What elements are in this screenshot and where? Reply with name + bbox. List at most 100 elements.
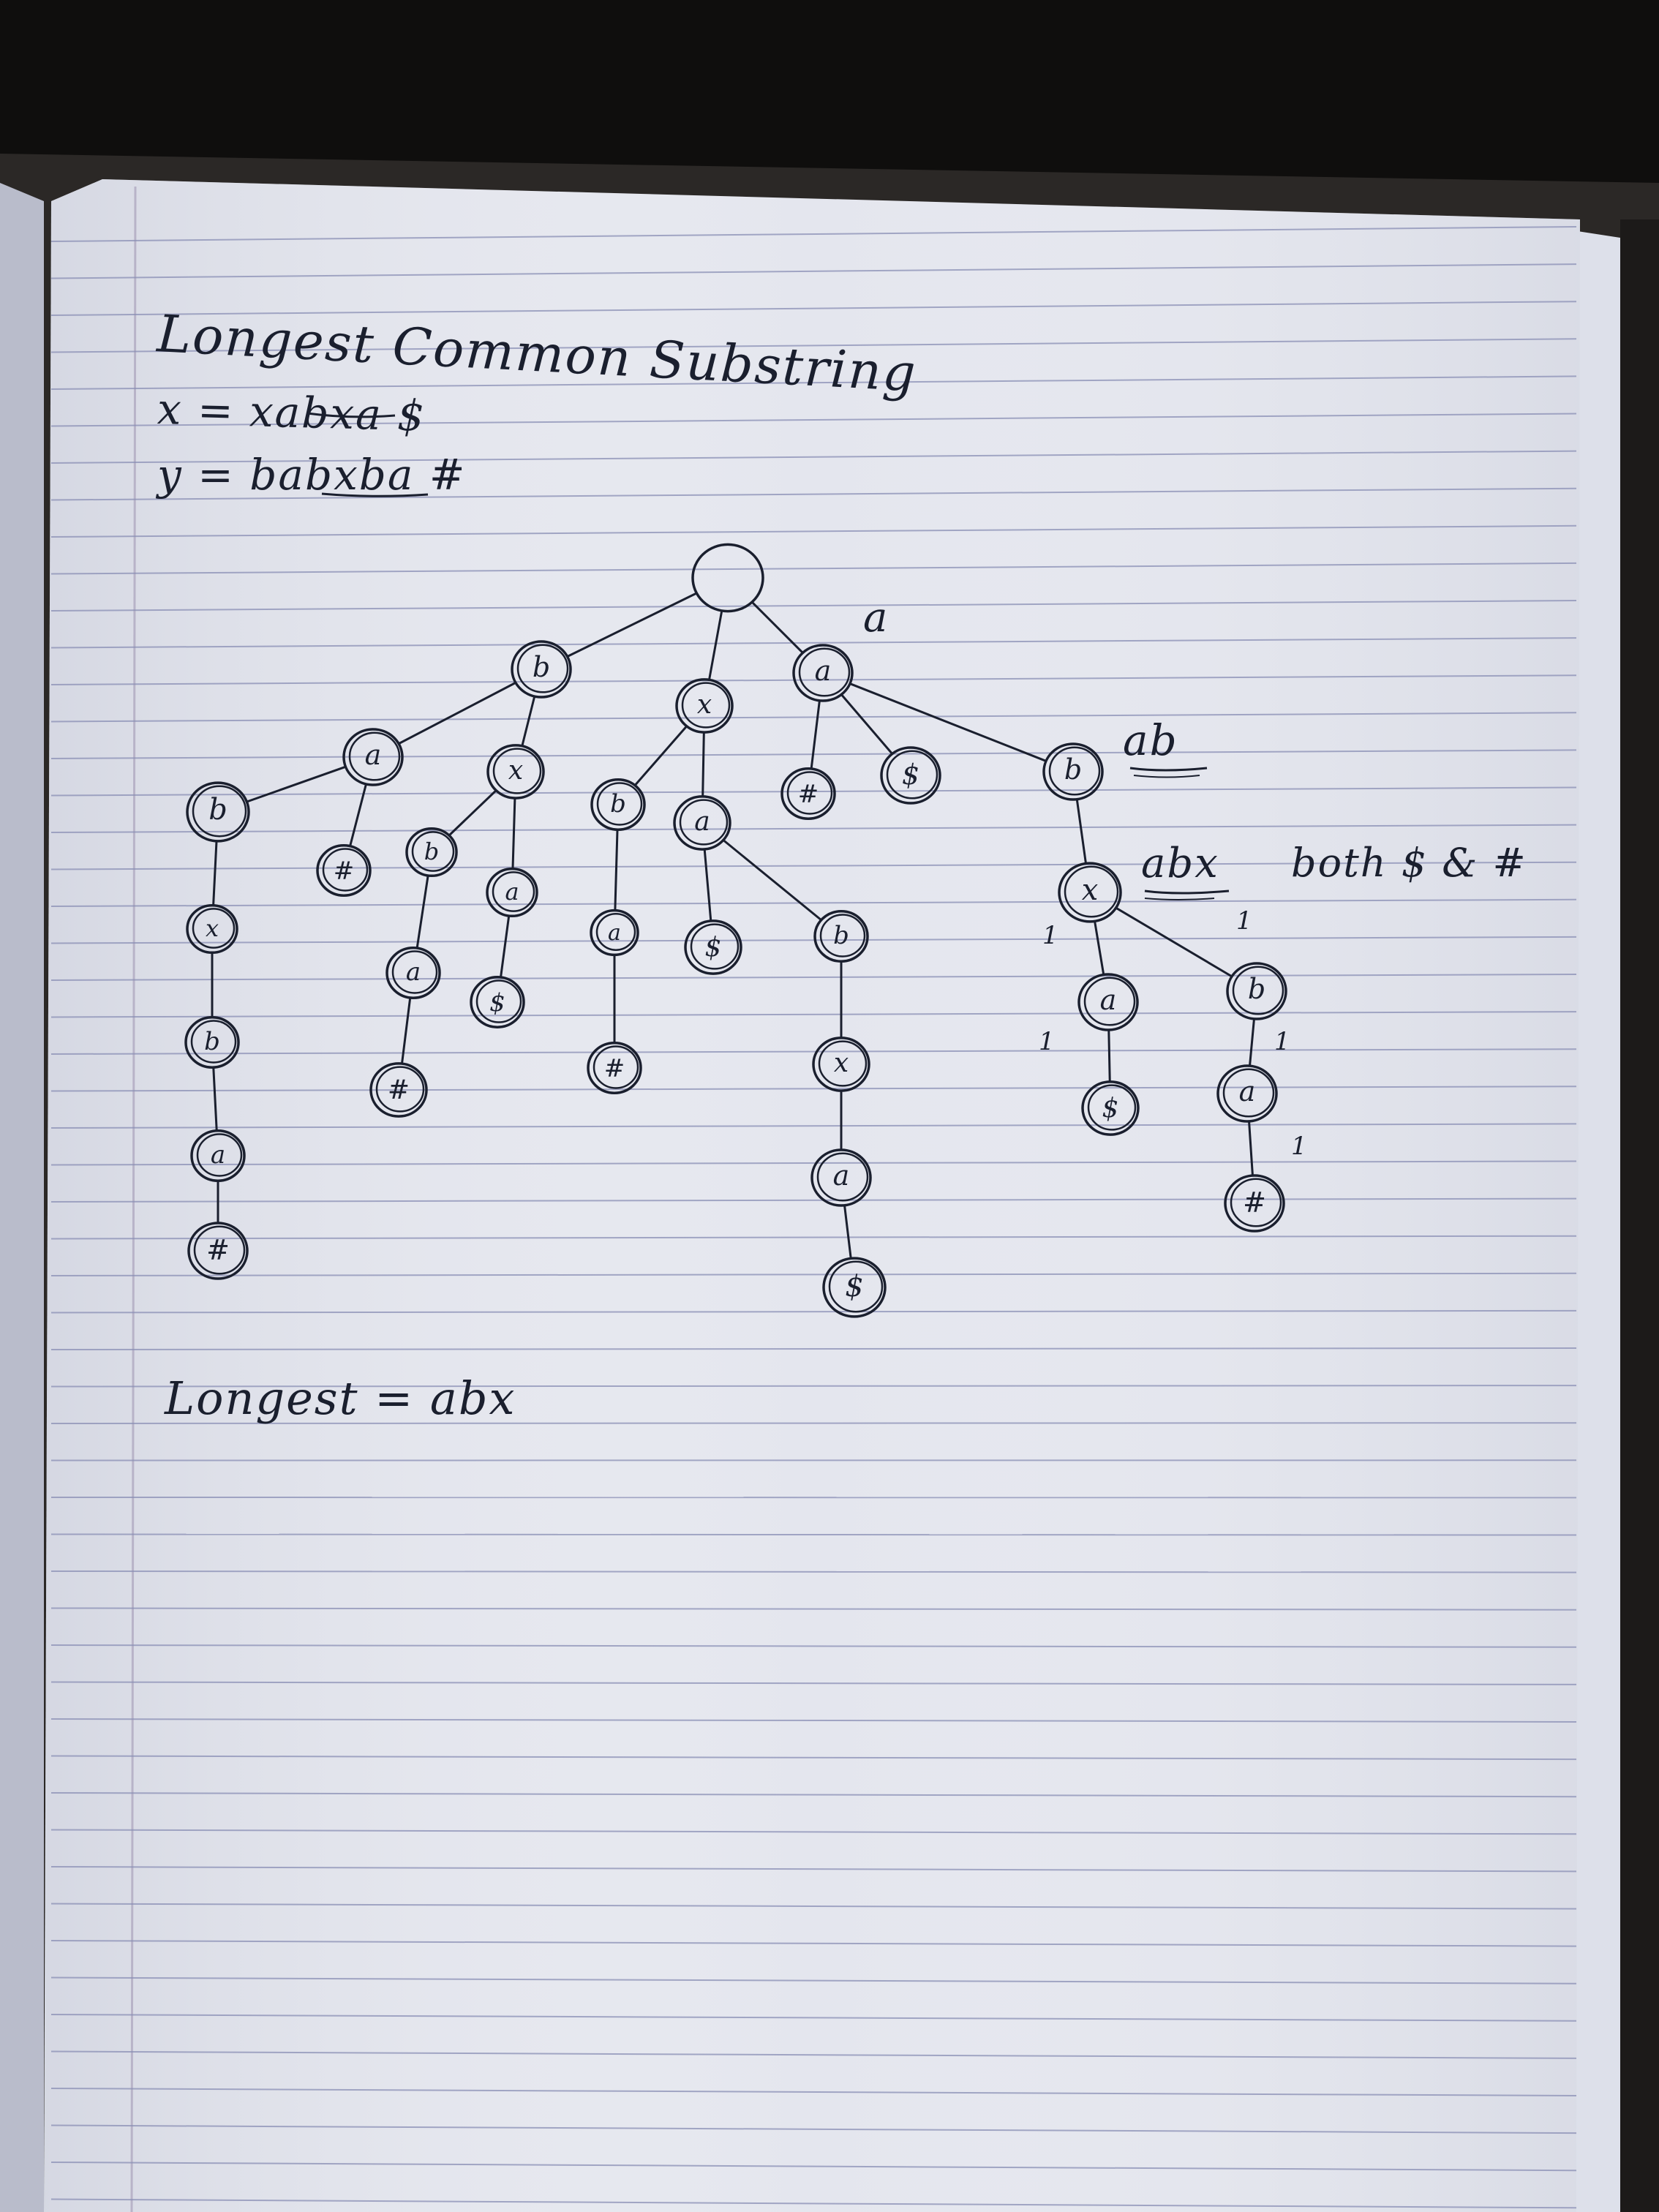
tree-edge-b4-a4 xyxy=(415,876,429,948)
ruled-line xyxy=(50,1976,1577,1985)
tree-node-b2: b xyxy=(590,778,646,831)
tree-node-label-d3: $ xyxy=(705,933,722,963)
edge-count-mark-5: 1 xyxy=(1291,1132,1307,1161)
edge-count-mark-3: 1 xyxy=(1039,1027,1055,1056)
ruled-line xyxy=(50,413,1577,427)
tree-edge-root-x1 xyxy=(708,611,723,680)
tree-node-a6: a xyxy=(590,908,639,957)
tree-node-label-h3: # xyxy=(388,1075,410,1105)
ruled-line xyxy=(50,2014,1577,2022)
tree-edge-a7-d4 xyxy=(843,1205,852,1258)
underline-y-abx xyxy=(321,492,429,497)
tree-node-label-b2: b xyxy=(610,789,626,819)
tree-node-a2: a xyxy=(342,728,404,786)
tree-edge-a1-h1 xyxy=(810,701,821,769)
underline-abx xyxy=(1144,889,1230,895)
ruled-line xyxy=(50,1829,1577,1835)
tree-edge-x1-b2 xyxy=(634,726,688,786)
previous-page-edge xyxy=(0,183,44,2212)
edge-label-ab: ab xyxy=(1123,715,1178,765)
ruled-line xyxy=(50,1011,1577,1018)
tree-node-d4: $ xyxy=(822,1257,887,1318)
underline-abx-2 xyxy=(1144,898,1215,900)
underline-x-abx xyxy=(306,412,396,418)
ruled-line xyxy=(50,1385,1577,1388)
tree-node-h3: # xyxy=(369,1062,428,1118)
tree-edge-a9-h5 xyxy=(1248,1121,1254,1175)
tree-node-label-d1: $ xyxy=(902,759,919,791)
tree-node-h4: # xyxy=(587,1042,642,1094)
ruled-line xyxy=(50,2198,1577,2209)
tree-node-label-x3: x xyxy=(834,1048,849,1078)
ruled-line xyxy=(50,1940,1577,1947)
ruled-line xyxy=(50,1792,1577,1798)
tree-node-label-a2: a xyxy=(365,739,382,771)
tree-node-x1: x xyxy=(675,678,734,734)
tree-node-label-d5: $ xyxy=(1102,1094,1119,1124)
tree-node-label-bL2: b xyxy=(204,1027,220,1056)
ruled-line xyxy=(50,1347,1577,1350)
tree-edge-b1-a2 xyxy=(397,682,517,745)
ruled-line xyxy=(50,974,1577,981)
ruled-line xyxy=(50,786,1577,797)
tree-edge-x2-b4 xyxy=(448,789,497,836)
ruled-line xyxy=(50,450,1577,464)
edge-count-mark-4: 1 xyxy=(1274,1027,1290,1056)
ruled-line xyxy=(50,2050,1577,2059)
tree-edge-x4-a8 xyxy=(1094,921,1105,975)
ruled-line xyxy=(50,2124,1577,2134)
ruled-line xyxy=(50,1048,1577,1055)
ruled-line xyxy=(50,263,1577,279)
underline-ab-2 xyxy=(1133,775,1200,778)
tree-node-label-a6: a xyxy=(608,920,621,946)
tree-node-label-b4: b xyxy=(424,838,439,865)
tree-node-label-h4: # xyxy=(604,1054,625,1083)
tree-node-h1: # xyxy=(780,767,836,820)
tree-node-x3: x xyxy=(812,1037,870,1092)
ruled-line xyxy=(50,936,1577,944)
tree-node-label-b5: b xyxy=(833,921,849,950)
ruled-lines xyxy=(50,226,1577,2209)
ruled-line xyxy=(50,898,1577,907)
ruled-line xyxy=(50,562,1577,575)
ruled-line xyxy=(50,1718,1577,1723)
tree-node-bL2: b xyxy=(184,1016,240,1069)
tree-edge-b6-a9 xyxy=(1249,1019,1255,1066)
tree-node-b5: b xyxy=(813,910,869,963)
tree-node-label-h5: # xyxy=(1243,1186,1266,1219)
edge-note-both: both $ & # xyxy=(1291,840,1527,886)
tree-node-d1: $ xyxy=(880,746,941,805)
tree-edge-a5-d2 xyxy=(500,916,511,977)
tree-edge-bL2-aL xyxy=(212,1067,218,1131)
tree-node-x4: x xyxy=(1058,862,1122,923)
tree-node-h2: # xyxy=(316,844,372,897)
tree-node-label-b3: b xyxy=(1064,753,1082,786)
tree-node-b1: b xyxy=(511,640,572,699)
ruled-line xyxy=(50,1160,1577,1166)
ruled-line xyxy=(50,1866,1577,1873)
underline-ab xyxy=(1129,767,1208,772)
string-y-equation: y = babxba # xyxy=(157,450,467,500)
ruled-line xyxy=(50,338,1577,353)
ruled-line xyxy=(50,2088,1577,2096)
ruled-line xyxy=(50,1903,1577,1910)
tree-node-label-x4: x xyxy=(1082,873,1099,907)
edge-count-mark-1: 1 xyxy=(1042,921,1058,950)
tree-node-xL: x xyxy=(186,903,238,955)
page-stack-edge xyxy=(1573,230,1620,2212)
ruled-line xyxy=(50,824,1577,833)
tree-node-label-x1: x xyxy=(697,690,712,720)
tree-edge-root-b1 xyxy=(566,592,698,658)
tree-node-b4: b xyxy=(405,827,458,878)
ruled-line xyxy=(50,1086,1577,1092)
tree-edge-a8-d5 xyxy=(1107,1030,1111,1082)
ruled-line xyxy=(50,1570,1577,1573)
tree-edge-a3-b5 xyxy=(722,839,822,921)
tree-node-h5: # xyxy=(1224,1174,1285,1233)
tree-edge-b3-x4 xyxy=(1076,800,1087,863)
tree-node-aL: a xyxy=(190,1129,246,1182)
ruled-line xyxy=(50,1755,1577,1761)
tree-node-a3: a xyxy=(673,795,731,851)
